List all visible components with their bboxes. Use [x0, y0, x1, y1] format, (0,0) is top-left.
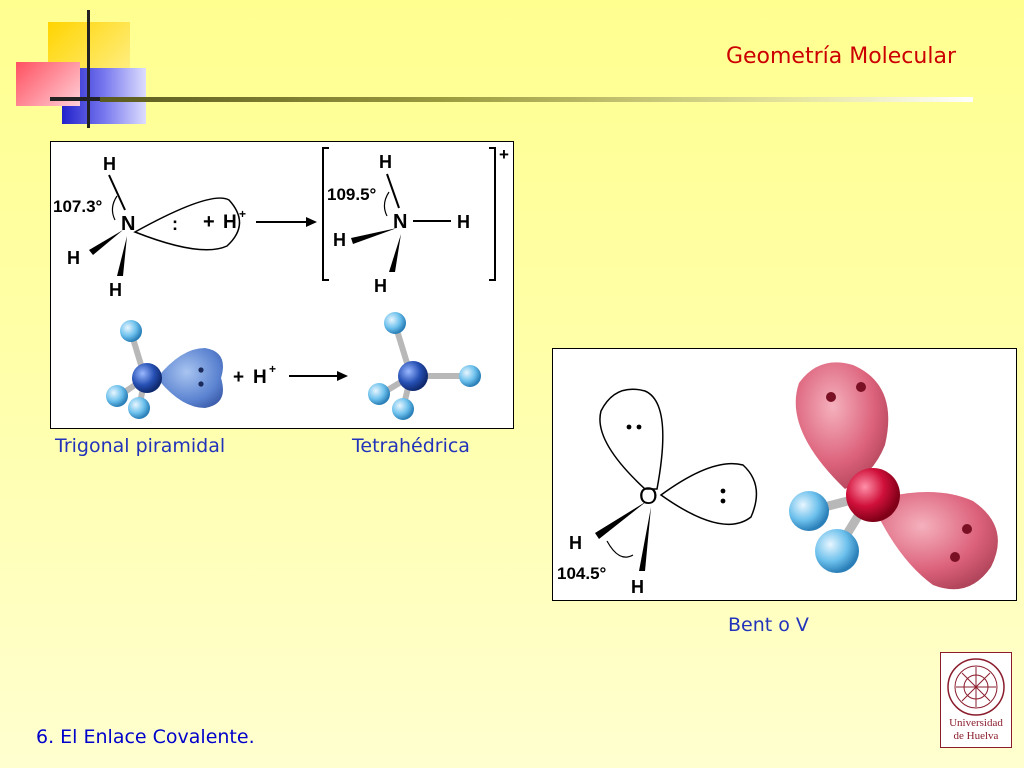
water-angle-label: 104.5° [557, 564, 607, 583]
h-plus-charge-bottom: + [269, 362, 276, 376]
water-lone-pair-lobe-right [659, 462, 758, 526]
bracket-right [489, 147, 496, 281]
nh4-3d-h-right [459, 365, 481, 387]
water-wedge-down [639, 507, 651, 571]
water-diagram: O H 104.5° H [557, 362, 998, 597]
water-3d-lobe-top [795, 362, 889, 489]
logo-line-1: Universidad [949, 717, 1003, 729]
nh4-h-bottom: H [374, 276, 387, 296]
water-lone-pair-dot-3 [720, 488, 726, 494]
water-o: O [639, 483, 658, 510]
nh4-3d-h-left [368, 383, 390, 405]
water-3d-h-1 [789, 491, 829, 531]
water-lone-pair-dot-4 [720, 498, 726, 504]
nh3-wedge-down [117, 236, 127, 276]
nh4-h-top: H [379, 152, 392, 172]
h-plus-charge-top: + [239, 207, 246, 221]
nh3-lone-pair: : [172, 214, 178, 234]
nh3-lone-pair-lobe [133, 197, 241, 251]
water-lone-pair-dot-2 [636, 424, 642, 430]
water-3d-lobe-right [871, 492, 998, 590]
slide-title: Geometría Molecular [725, 44, 956, 69]
caption-trigonal-piramidal: Trigonal piramidal [55, 435, 226, 457]
nh3-3d-h-bottom [128, 397, 150, 419]
nh3-3d-dot-2 [198, 381, 204, 387]
nh4-h-left: H [333, 230, 346, 250]
nh4-3d-n [398, 361, 428, 391]
water-3d-dot-2 [856, 382, 866, 392]
water-wedge-left [595, 501, 647, 539]
water-3d-o [846, 468, 900, 522]
nh3-3d-h-top [120, 320, 142, 342]
nh3-h-top: H [103, 154, 116, 174]
nh3-h-left: H [67, 248, 80, 268]
nh4-h-right: H [457, 212, 470, 232]
decor-vertical-line [87, 10, 90, 128]
university-seal [947, 658, 1005, 716]
nh3-h-bottom: H [109, 280, 122, 300]
h-plus-top: H [223, 212, 237, 233]
nh3-angle-label: 107.3° [53, 197, 103, 216]
water-panel: O H 104.5° H [552, 348, 1017, 601]
reaction-arrowhead-bottom [337, 371, 348, 381]
caption-bent-o-v: Bent o V [728, 614, 809, 636]
plus-sign-top: + [203, 211, 215, 233]
decor-horizontal-line [50, 97, 110, 101]
nh3-3d-lone-pair-lobe [157, 348, 223, 408]
title-rule [100, 97, 973, 102]
water-lone-pair-lobe-top [599, 388, 664, 490]
ammonium-panel: H 107.3° : N H H + H + + H 109.5° N H H … [50, 141, 514, 429]
reaction-arrowhead-top [306, 217, 317, 227]
nh4-bond-top [386, 173, 400, 209]
nh3-bond-top [108, 174, 126, 211]
water-h-bottom: H [631, 577, 644, 597]
water-3d-dot-4 [950, 552, 960, 562]
university-logo: Universidad de Huelva [940, 652, 1012, 748]
water-3d-dot-1 [826, 392, 836, 402]
ammonium-diagram: H 107.3° : N H H + H + + H 109.5° N H H … [53, 145, 509, 420]
nh4-wedge-down [389, 234, 401, 272]
caption-tetrahedrica: Tetrahédrica [352, 435, 470, 457]
footer-text: 6. El Enlace Covalente. [36, 726, 255, 748]
nh4-wedge-left [351, 228, 397, 244]
nh3-wedge-left [89, 230, 123, 255]
plus-sign-bottom: + [233, 367, 244, 388]
nh3-n: N [121, 213, 135, 235]
water-3d-dot-3 [962, 524, 972, 534]
nh3-angle-arc [111, 195, 118, 221]
nh4-angle-label: 109.5° [327, 185, 377, 204]
nh3-3d-dot-1 [198, 367, 204, 373]
bracket-left [322, 147, 329, 281]
nh3-3d-n [132, 363, 162, 393]
nh3-3d-h-left [106, 385, 128, 407]
logo-line-2: de Huelva [953, 730, 999, 742]
nh4-n: N [393, 211, 407, 233]
water-angle-arc [606, 540, 634, 558]
nh4-3d-h-bottom [392, 398, 414, 420]
water-3d-h-2 [815, 529, 859, 573]
water-lone-pair-dot-1 [626, 424, 632, 430]
nh4-3d-h-top [384, 312, 406, 334]
nh4-angle-arc [383, 191, 390, 217]
water-h-left: H [569, 533, 582, 553]
nh4-charge: + [499, 145, 509, 164]
h-plus-bottom: H [253, 367, 267, 388]
